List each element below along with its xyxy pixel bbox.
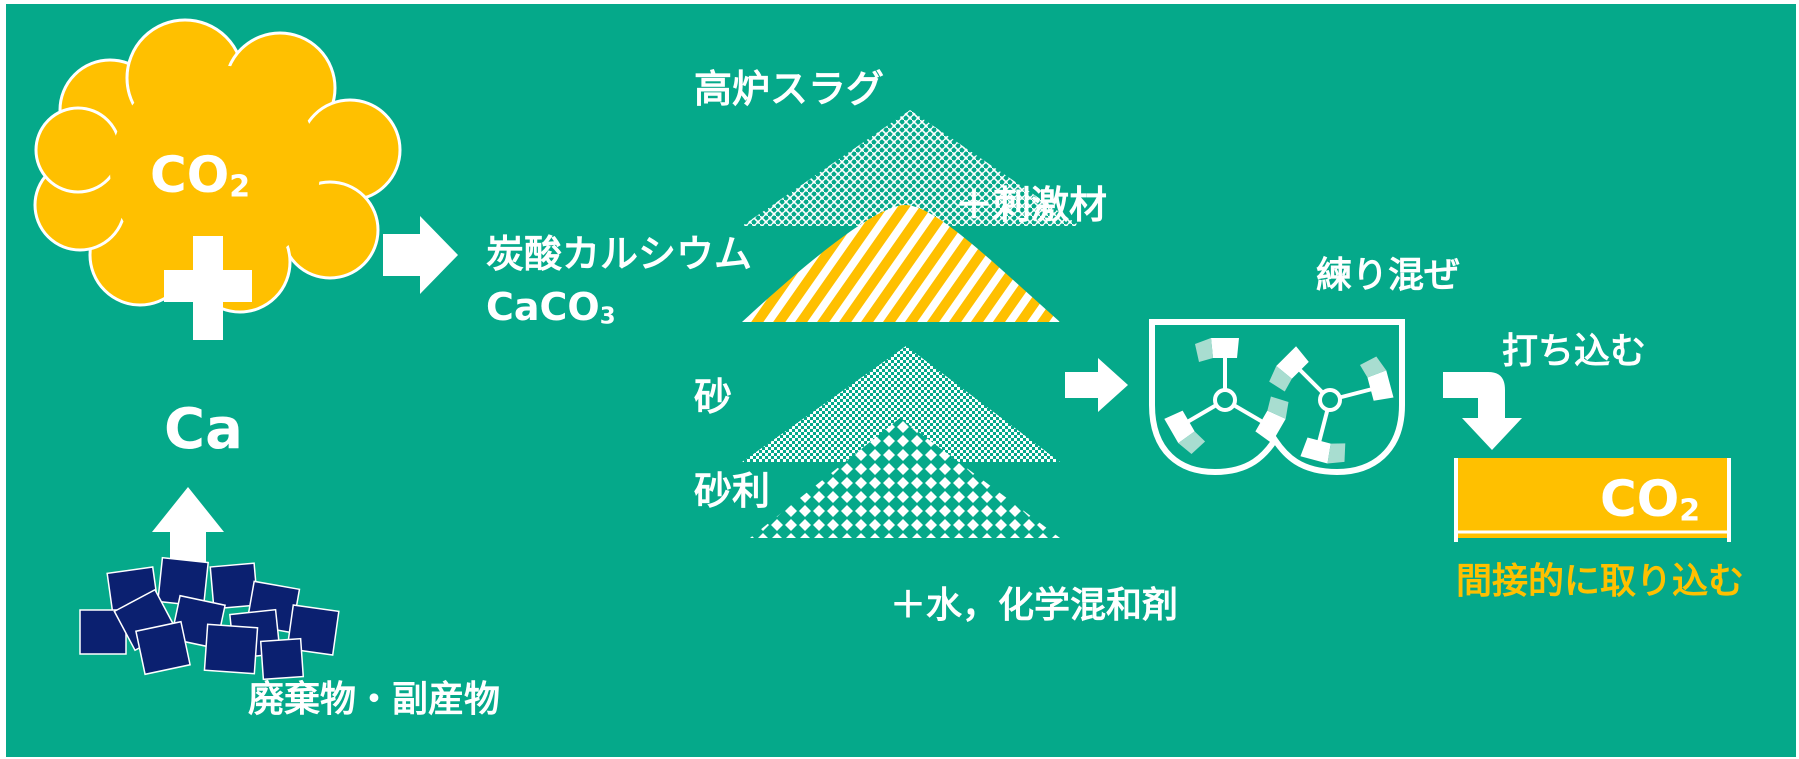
calcium-carbonate-formula: CaCO3 [486, 285, 616, 330]
arrow-right-icon [1065, 358, 1128, 412]
arrow-down-turn-icon [1443, 372, 1522, 450]
gravel-label: 砂利 [694, 469, 771, 513]
waste-label: 廃棄物・副産物 [248, 679, 501, 720]
mixer-icon [1149, 319, 1405, 476]
slag-pile [742, 110, 1080, 226]
indirect-capture-label: 間接的に取り込む [1456, 561, 1745, 602]
gravel-pile [750, 418, 1060, 538]
calcium-label: Ca [164, 397, 243, 462]
cloud-formula: CO2 [150, 146, 251, 205]
arrow-right-icon [383, 216, 458, 294]
waste-blocks [79, 556, 340, 681]
captured-co2-formula: CO2 [1600, 470, 1701, 529]
slag-label: 高炉スラグ [694, 67, 885, 111]
placing-label: 打ち込む [1502, 331, 1647, 372]
calcium-carbonate-name: 炭酸カルシウム [486, 232, 753, 276]
stimulant-label: ＋刺激材 [955, 183, 1108, 227]
stimulant-pile [742, 205, 1060, 322]
water-admixture-label: ＋水，化学混和剤 [890, 585, 1179, 626]
arrow-up-icon [152, 487, 224, 565]
sand-label: 砂 [694, 375, 733, 419]
mixing-label: 練り混ぜ [1316, 255, 1461, 296]
plus-icon [164, 236, 252, 340]
co2-cloud [33, 18, 402, 314]
concrete-slab [1454, 458, 1731, 542]
sand-pile [742, 346, 1060, 462]
